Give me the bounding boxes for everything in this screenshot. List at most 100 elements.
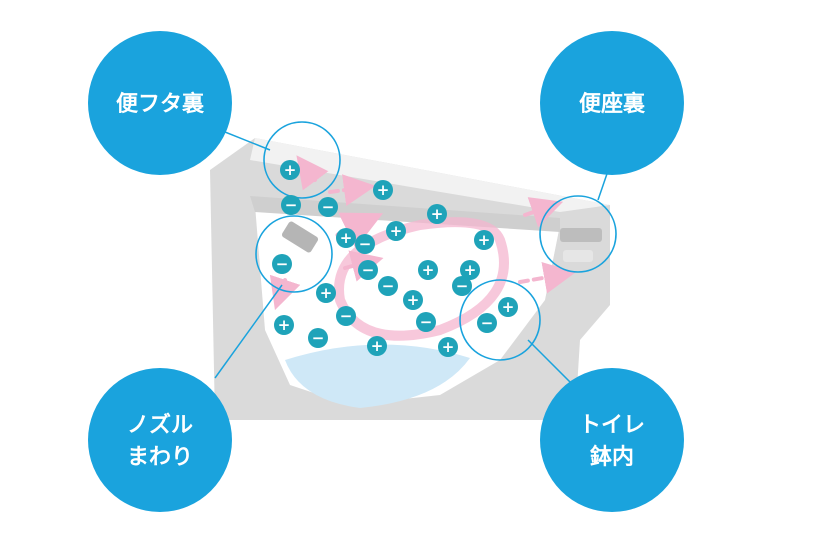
ion-dot (452, 276, 472, 296)
label-bowl: トイレ 鉢内 (540, 368, 684, 512)
ion-dot (386, 221, 406, 241)
ion-symbol: + (320, 284, 333, 302)
plus-ion-icon: + (438, 337, 458, 357)
label-lid-back-text: 便フタ裏 (116, 91, 205, 117)
ion-dot (355, 234, 375, 254)
ion-symbol: + (377, 181, 390, 199)
ion-symbol: + (431, 205, 444, 223)
ion-dot (416, 312, 436, 332)
label-lid-back: 便フタ裏 (88, 31, 232, 175)
ion-symbol: − (285, 196, 298, 214)
ion-symbol: + (340, 229, 353, 247)
ion-dot (281, 195, 301, 215)
ion-symbol: + (390, 222, 403, 240)
ion-symbol: − (481, 314, 494, 332)
ion-symbol: − (362, 261, 375, 279)
ion-dot (498, 297, 518, 317)
ion-dot (477, 313, 497, 333)
minus-ion-icon: − (336, 306, 356, 326)
toilet-water (285, 344, 470, 408)
plus-ion-icon: + (498, 297, 518, 317)
label-nozzle: ノズル まわり (88, 368, 232, 512)
ion-symbol: + (278, 316, 291, 334)
seat-sensor-base (563, 250, 593, 262)
ion-dot (280, 160, 300, 180)
nozzle (281, 221, 319, 253)
ion-symbol: − (322, 198, 335, 216)
plus-ion-icon: + (386, 221, 406, 241)
label-bowl-line2: 鉢内 (590, 444, 634, 470)
minus-ion-icon: − (355, 234, 375, 254)
ion-symbol: + (464, 261, 477, 279)
seat-sensor (560, 228, 602, 242)
minus-ion-icon: − (477, 313, 497, 333)
ions: ++++++++++++++−−−−−−−−−−− (272, 160, 518, 357)
ion-symbol: + (284, 161, 297, 179)
ion-dot (308, 328, 328, 348)
label-seat-back-text: 便座裏 (579, 91, 646, 117)
highlight-seat-back (539, 195, 617, 273)
ion-dot (272, 254, 292, 274)
ion-dot (274, 315, 294, 335)
ion-dot (318, 197, 338, 217)
callout-line-nozzle (214, 284, 283, 379)
ion-dot (427, 204, 447, 224)
plus-ion-icon: + (427, 204, 447, 224)
ion-dot (336, 306, 356, 326)
ion-symbol: − (340, 307, 353, 325)
plus-ion-icon: + (474, 230, 494, 250)
airflow-arrow (296, 155, 329, 191)
label-bowl-bg (540, 368, 684, 512)
ion-dot (367, 336, 387, 356)
ion-dot (316, 283, 336, 303)
ion-symbol: − (420, 313, 433, 331)
ion-dot (358, 260, 378, 280)
plus-ion-icon: + (418, 260, 438, 280)
label-nozzle-line2: まわり (127, 445, 193, 470)
ion-dot (336, 228, 356, 248)
plus-ion-icon: + (373, 180, 393, 200)
minus-ion-icon: − (272, 254, 292, 274)
airflow-loop (334, 217, 509, 341)
ion-symbol: − (456, 277, 469, 295)
ion-dot (438, 337, 458, 357)
ion-symbol: − (382, 277, 395, 295)
label-seat-back-bg (540, 31, 684, 175)
ion-dot (418, 260, 438, 280)
highlight-lid-back (263, 121, 341, 199)
ion-dot (403, 290, 423, 310)
airflow-arrow (523, 197, 564, 228)
minus-ion-icon: − (416, 312, 436, 332)
airflow-arrow (328, 174, 376, 206)
label-seat-back: 便座裏 (540, 31, 684, 175)
ion-symbol: − (312, 329, 325, 347)
highlight-nozzle (255, 215, 333, 293)
airflow-arrow (518, 261, 576, 294)
plus-ion-icon: + (274, 315, 294, 335)
ion-dot (378, 276, 398, 296)
label-nozzle-line1: ノズル (127, 412, 193, 438)
minus-ion-icon: − (318, 197, 338, 217)
plus-ion-icon: + (316, 283, 336, 303)
label-nozzle-bg (88, 368, 232, 512)
label-bowl-line1: トイレ (579, 413, 645, 438)
ion-symbol: + (422, 261, 435, 279)
ion-symbol: − (276, 255, 289, 273)
ion-dot (460, 260, 480, 280)
ion-symbol: + (502, 298, 515, 316)
ion-dot (373, 180, 393, 200)
minus-ion-icon: − (378, 276, 398, 296)
ion-symbol: + (478, 231, 491, 249)
plus-ion-icon: + (280, 160, 300, 180)
plus-ion-icon: + (367, 336, 387, 356)
plus-ion-icon: + (460, 260, 480, 280)
ion-symbol: − (359, 235, 372, 253)
airflow-arrow (269, 274, 301, 311)
plus-ion-icon: + (336, 228, 356, 248)
callout-line-lid-back (219, 129, 271, 151)
minus-ion-icon: − (308, 328, 328, 348)
highlight-circles (255, 121, 617, 361)
highlight-bowl (459, 279, 541, 361)
